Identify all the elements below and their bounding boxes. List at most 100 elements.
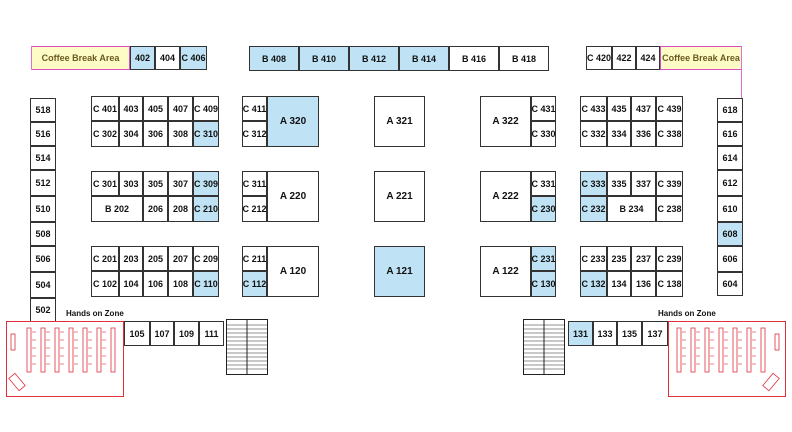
booth[interactable]: 303 [119,171,143,196]
booth[interactable]: 308 [168,121,193,147]
booth[interactable]: C 130 [531,271,556,297]
booth[interactable]: 336 [631,121,656,147]
booth[interactable]: 307 [168,171,193,196]
booth[interactable]: A 122 [480,246,531,297]
booth[interactable]: C 332 [580,121,607,147]
booth[interactable]: C 411 [242,96,267,121]
booth[interactable]: C 211 [242,246,267,271]
booth[interactable]: 131 [568,321,593,346]
booth[interactable]: B 418 [499,46,549,71]
booth[interactable]: 134 [607,271,631,297]
booth[interactable]: C 312 [242,121,267,147]
booth[interactable]: C 238 [656,196,683,222]
booth[interactable]: 514 [30,146,56,170]
booth[interactable]: C 338 [656,121,683,147]
booth[interactable]: 306 [143,121,168,147]
booth[interactable]: C 201 [91,246,119,271]
booth[interactable]: C 230 [531,196,556,222]
booth[interactable]: A 220 [267,171,319,222]
booth[interactable]: C 210 [193,196,219,222]
booth[interactable]: 402 [130,46,155,70]
booth[interactable]: A 121 [374,246,425,297]
booth[interactable]: 407 [168,96,193,121]
booth[interactable]: C 239 [656,246,683,271]
booth[interactable]: C 409 [193,96,219,121]
booth[interactable]: C 209 [193,246,219,271]
booth[interactable]: A 222 [480,171,531,222]
booth[interactable]: A 221 [374,171,425,222]
booth[interactable]: C 232 [580,196,607,222]
booth[interactable]: 107 [150,321,174,346]
booth[interactable]: 508 [30,222,56,246]
booth[interactable]: 422 [612,46,636,70]
booth[interactable]: 610 [717,196,743,222]
booth[interactable]: 616 [717,122,743,146]
booth[interactable]: C 439 [656,96,683,121]
booth[interactable]: A 321 [374,96,425,147]
booth[interactable]: 424 [636,46,660,70]
booth[interactable]: 205 [143,246,168,271]
booth[interactable]: 137 [642,321,668,346]
booth[interactable]: 504 [30,272,56,298]
booth[interactable]: B 234 [607,196,656,222]
booth[interactable]: 208 [168,196,193,222]
booth[interactable]: C 339 [656,171,683,196]
booth[interactable]: 235 [607,246,631,271]
booth[interactable]: 304 [119,121,143,147]
booth[interactable]: B 412 [349,46,399,71]
booth[interactable]: C 330 [531,121,556,147]
booth[interactable]: C 420 [586,46,612,70]
booth[interactable]: C 311 [242,171,267,196]
booth[interactable]: 203 [119,246,143,271]
booth[interactable]: C 110 [193,271,219,297]
booth[interactable]: 111 [199,321,224,346]
booth[interactable]: 435 [607,96,631,121]
booth[interactable]: 135 [617,321,642,346]
booth[interactable]: 614 [717,146,743,170]
booth[interactable]: 437 [631,96,656,121]
booth[interactable]: C 333 [580,171,607,196]
booth[interactable]: C 233 [580,246,607,271]
booth[interactable]: C 433 [580,96,607,121]
booth[interactable]: 604 [717,272,743,296]
booth[interactable]: 618 [717,98,743,122]
booth[interactable]: B 202 [91,196,143,222]
booth[interactable]: 403 [119,96,143,121]
booth[interactable]: 106 [143,271,168,297]
booth[interactable]: 133 [593,321,617,346]
booth[interactable]: 108 [168,271,193,297]
booth[interactable]: C 301 [91,171,119,196]
booth[interactable]: 608 [717,222,743,246]
booth[interactable]: C 112 [242,271,267,297]
booth[interactable]: B 416 [449,46,499,71]
booth[interactable]: 516 [30,122,56,146]
booth[interactable]: 502 [30,298,56,322]
booth[interactable]: C 138 [656,271,683,297]
booth[interactable]: B 410 [299,46,349,71]
booth[interactable]: C 102 [91,271,119,297]
booth[interactable]: C 309 [193,171,219,196]
booth[interactable]: 335 [607,171,631,196]
booth[interactable]: C 231 [531,246,556,271]
booth[interactable]: 206 [143,196,168,222]
booth[interactable]: B 414 [399,46,449,71]
booth[interactable]: C 310 [193,121,219,147]
booth[interactable]: A 322 [480,96,531,147]
booth[interactable]: 606 [717,246,743,272]
booth[interactable]: C 401 [91,96,119,121]
booth[interactable]: 512 [30,170,56,196]
booth[interactable]: C 302 [91,121,119,147]
booth[interactable]: C 132 [580,271,607,297]
booth[interactable]: C 406 [180,46,207,70]
booth[interactable]: 405 [143,96,168,121]
booth[interactable]: 109 [174,321,199,346]
booth[interactable]: C 431 [531,96,556,121]
booth[interactable]: 337 [631,171,656,196]
booth[interactable]: 305 [143,171,168,196]
booth[interactable]: 334 [607,121,631,147]
booth[interactable]: 104 [119,271,143,297]
booth[interactable]: 518 [30,98,56,122]
booth[interactable]: 506 [30,246,56,272]
booth[interactable]: 404 [155,46,180,70]
booth[interactable]: 612 [717,170,743,196]
